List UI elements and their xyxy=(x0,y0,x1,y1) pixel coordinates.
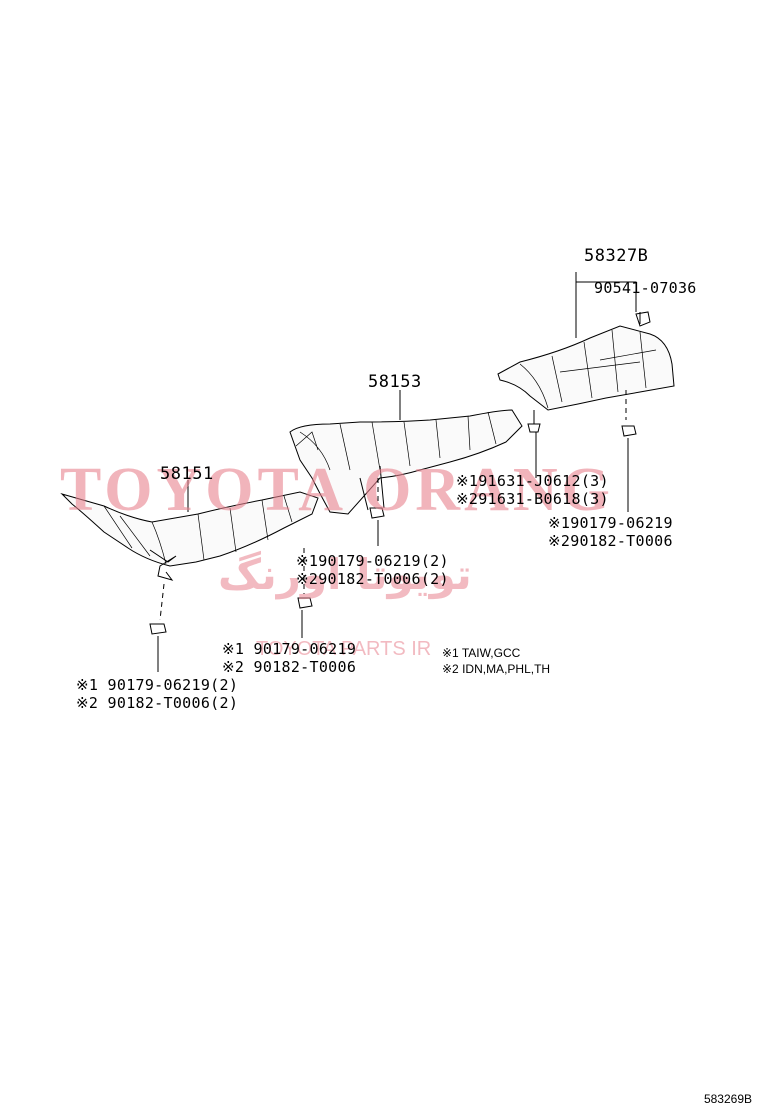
part-label-58153: 58153 xyxy=(368,372,422,392)
diagram-code: 583269B xyxy=(703,1092,752,1106)
watermark-persian: تویوتا اورنگ xyxy=(218,550,472,599)
part-label-left-nut-1: ※1 90179-06219(2) xyxy=(76,676,239,694)
part-label-lower-mid-1: ※1 90179-06219 xyxy=(222,640,357,658)
part-label-58327b: 58327B xyxy=(584,246,649,266)
insulator-58151 xyxy=(60,491,319,567)
part-label-mid-nut-2: ※290182-T0006(2) xyxy=(296,570,449,588)
part-label-58151: 58151 xyxy=(160,464,214,484)
legend-note-2: ※2 IDN,MA,PHL,TH xyxy=(442,662,551,676)
part-label-90541: 90541-07036 xyxy=(594,279,697,297)
insulator-58153 xyxy=(289,409,523,515)
part-label-left-nut-2: ※2 90182-T0006(2) xyxy=(76,694,239,712)
part-label-right-nut-1: ※190179-06219 xyxy=(548,514,673,532)
part-label-right-nut-2: ※290182-T0006 xyxy=(548,532,673,550)
watermark-site: TOYOTA PARTS IR xyxy=(256,638,432,660)
legend-note-1: ※1 TAIW,GCC xyxy=(442,646,521,660)
part-label-mid-nut-1: ※190179-06219(2) xyxy=(296,552,449,570)
part-label-right-bolt-2: ※291631-B0618(3) xyxy=(456,490,609,508)
insulator-58327b xyxy=(497,325,675,411)
part-label-lower-mid-2: ※2 90182-T0006 xyxy=(222,658,357,676)
watermark-brand: TOYOTA ORANG xyxy=(60,456,614,524)
part-label-right-bolt-1: ※191631-J0612(3) xyxy=(456,472,609,490)
